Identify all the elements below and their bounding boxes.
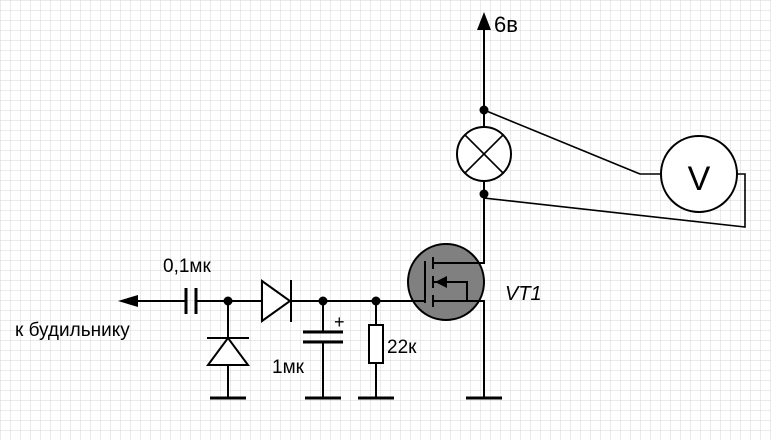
- c2-label: 1мк: [272, 357, 305, 378]
- resistor-icon: [368, 324, 384, 364]
- c1-label: 0,1мк: [163, 256, 211, 277]
- transistor-label: VT1: [505, 283, 542, 305]
- input-label: к будильнику: [15, 320, 130, 341]
- c2-polarity: +: [334, 312, 345, 332]
- lamp-cross-icon: [456, 109, 512, 195]
- voltmeter-label: V: [688, 160, 711, 198]
- input-arrow: [118, 295, 185, 307]
- r1-label: 22к: [387, 337, 417, 358]
- mosfet-icon: [407, 243, 485, 321]
- supply-label: 6в: [494, 12, 518, 37]
- supply-arrow: [477, 12, 491, 111]
- voltmeter-icon: [660, 135, 738, 213]
